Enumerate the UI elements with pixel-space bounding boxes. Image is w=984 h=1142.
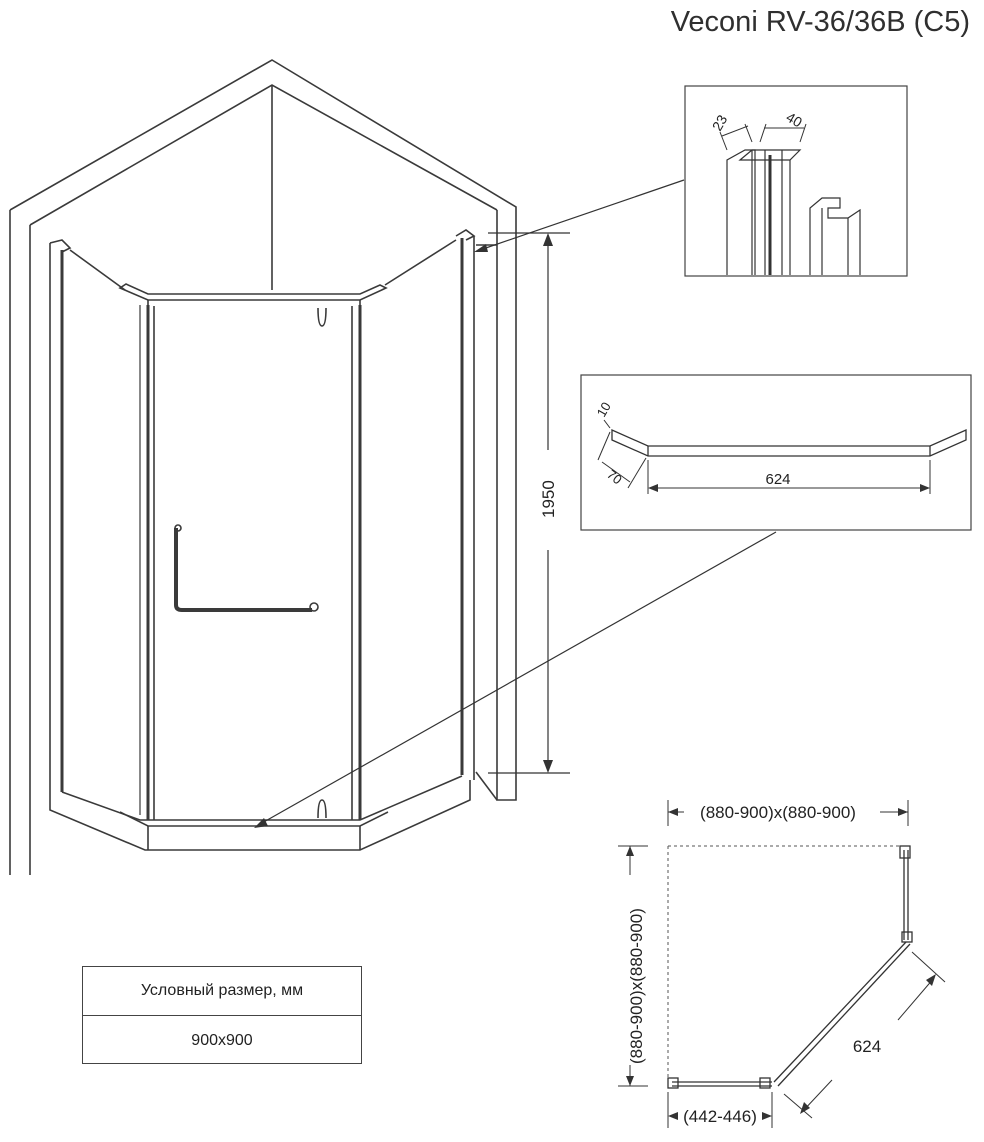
size-table: Условный размер, мм 900x900: [82, 966, 362, 1064]
tray-detail: 624 70 10: [580, 374, 972, 531]
leader-lines: [254, 179, 777, 828]
enclosure-3d: [9, 59, 517, 875]
plan-view: (880-900)x(880-900) (880-900)x(880-900) …: [618, 800, 946, 1128]
height-label: 1950: [539, 480, 558, 518]
size-table-value: 900x900: [191, 1031, 253, 1049]
size-table-header: Условный размер, мм: [83, 967, 361, 1016]
plan-left-dim: (880-900)x(880-900): [627, 908, 646, 1064]
profile-detail: 23 40: [684, 85, 908, 277]
profile-dim-left: 23: [709, 112, 731, 134]
profile-dim-right: 40: [784, 109, 806, 131]
tray-dim-front: 624: [765, 471, 790, 488]
model-title: Veconi RV-36/36B (C5): [670, 6, 970, 38]
plan-top-dim: (880-900)x(880-900): [700, 803, 856, 822]
tray-dim-thickness: 10: [594, 399, 614, 419]
plan-bottom-dim: (442-446): [683, 1107, 757, 1126]
plan-diagonal-dim: 624: [853, 1037, 881, 1056]
